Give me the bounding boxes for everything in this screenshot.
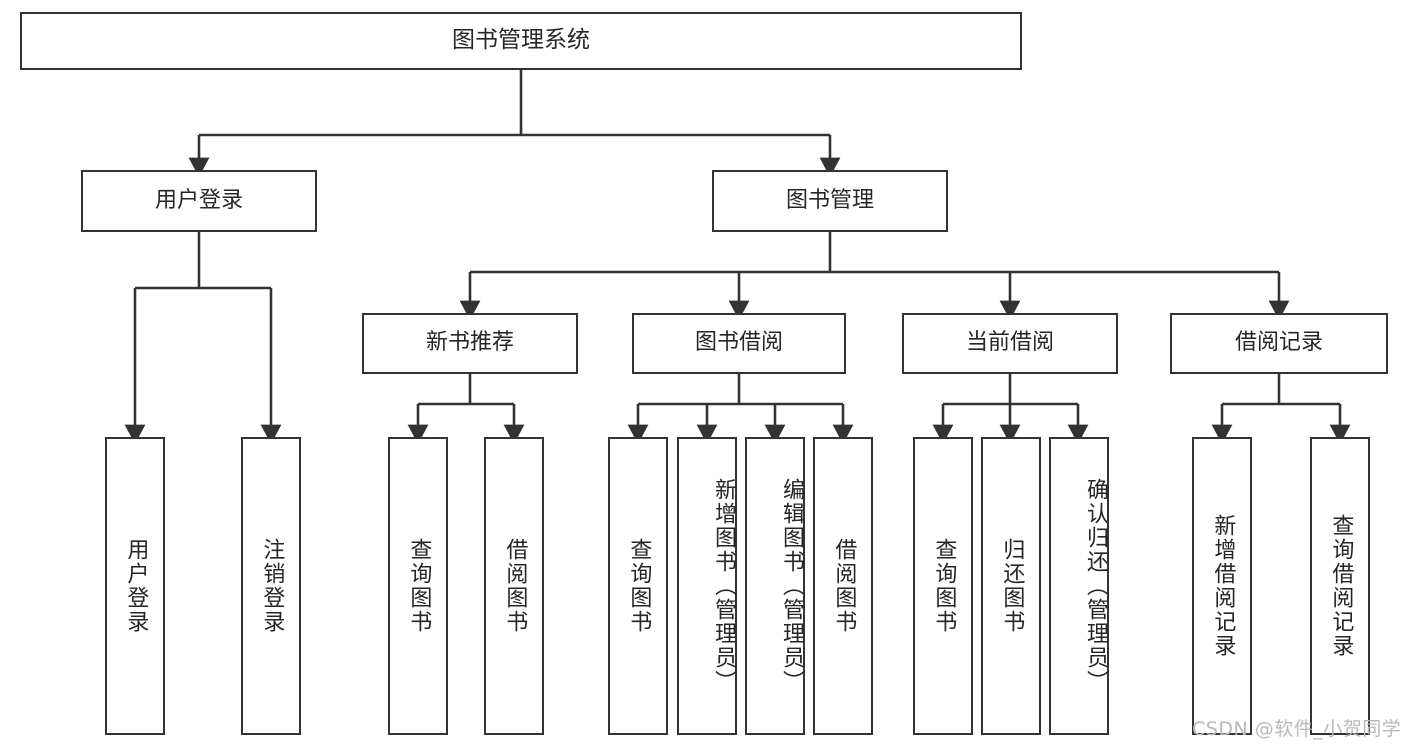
node-label: 新增借阅记录 xyxy=(1210,514,1236,658)
leaf-logout-login[interactable]: 注销登录 xyxy=(241,437,301,735)
leaf-borrow-book[interactable]: 借阅图书 xyxy=(813,437,873,735)
node-label: 注销登录 xyxy=(259,538,285,634)
leaf-confirm-return-admin[interactable]: 确认归还（管理员） xyxy=(1049,437,1109,735)
node-label: 图书管理系统 xyxy=(452,27,590,54)
node-label: 确认归还（管理员） xyxy=(1083,478,1108,694)
node-label: 用户登录 xyxy=(123,538,149,634)
leaf-query-book-borrow[interactable]: 查询图书 xyxy=(608,437,668,735)
node-label: 用户登录 xyxy=(154,187,243,213)
leaf-return-book[interactable]: 归还图书 xyxy=(981,437,1041,735)
leaf-query-book-recommend[interactable]: 查询图书 xyxy=(388,437,448,735)
leaf-add-book-admin[interactable]: 新增图书（管理员） xyxy=(677,437,737,735)
node-book-management[interactable]: 图书管理 xyxy=(712,170,948,232)
leaf-add-borrow-record[interactable]: 新增借阅记录 xyxy=(1192,437,1252,735)
node-label: 新增图书（管理员） xyxy=(711,478,736,694)
node-book-borrow[interactable]: 图书借阅 xyxy=(632,313,846,374)
leaf-borrow-book-recommend[interactable]: 借阅图书 xyxy=(484,437,544,735)
node-label: 查询图书 xyxy=(931,538,957,634)
node-label: 查询图书 xyxy=(406,538,432,634)
node-label: 归还图书 xyxy=(999,538,1025,634)
leaf-edit-book-admin[interactable]: 编辑图书（管理员） xyxy=(745,437,805,735)
node-current-borrow[interactable]: 当前借阅 xyxy=(902,313,1118,374)
node-user-login[interactable]: 用户登录 xyxy=(81,170,317,232)
node-label: 图书借阅 xyxy=(694,330,783,356)
node-new-book-recommend[interactable]: 新书推荐 xyxy=(362,313,578,374)
node-label: 查询图书 xyxy=(626,538,652,634)
node-label: 新书推荐 xyxy=(425,330,514,356)
node-label: 借阅记录 xyxy=(1234,330,1323,356)
csdn-watermark: CSDN @软件_小贺同学 xyxy=(1192,718,1402,740)
node-label: 借阅图书 xyxy=(831,538,857,634)
node-label: 编辑图书（管理员） xyxy=(779,478,804,694)
node-label: 图书管理 xyxy=(785,187,874,213)
leaf-user-login[interactable]: 用户登录 xyxy=(105,437,165,735)
node-label: 当前借阅 xyxy=(965,330,1054,356)
node-root-system[interactable]: 图书管理系统 xyxy=(20,12,1022,70)
node-label: 借阅图书 xyxy=(502,538,528,634)
leaf-query-book-current[interactable]: 查询图书 xyxy=(913,437,973,735)
leaf-query-borrow-record[interactable]: 查询借阅记录 xyxy=(1310,437,1370,735)
node-label: 查询借阅记录 xyxy=(1328,514,1354,658)
node-borrow-record[interactable]: 借阅记录 xyxy=(1170,313,1388,374)
